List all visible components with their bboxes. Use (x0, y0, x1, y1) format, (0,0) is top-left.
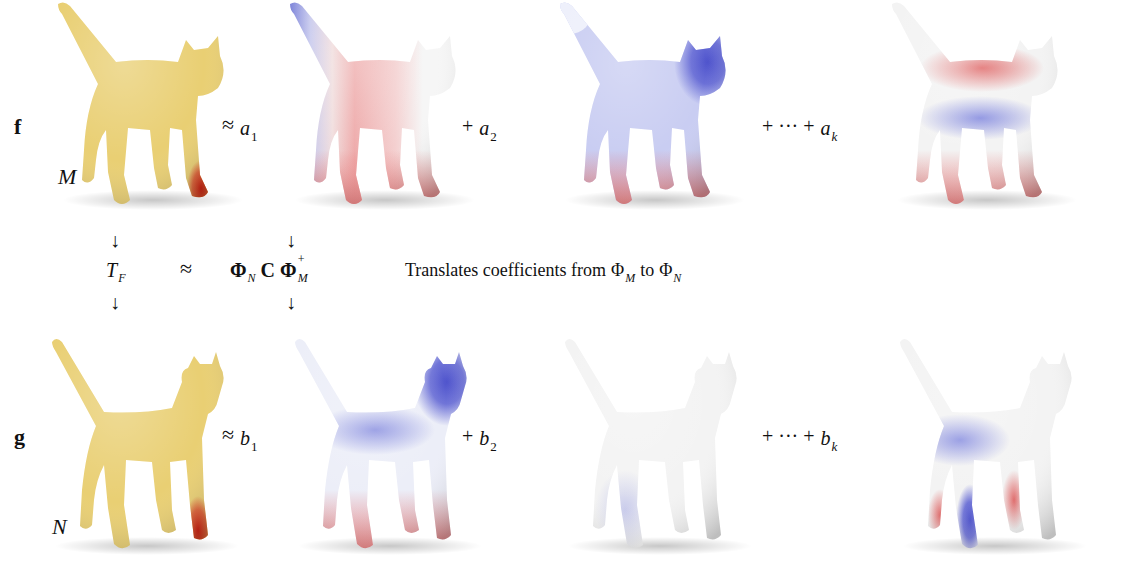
subscript: 2 (490, 130, 497, 143)
approx-sign: ≈ (222, 424, 234, 446)
down-arrow: ↓ (110, 292, 120, 312)
ellipsis-sum: + ··· + (762, 116, 815, 136)
coefficient: a (479, 118, 489, 138)
matrix-symbol: C (261, 260, 275, 280)
cat-mesh (53, 0, 243, 216)
cat-basis-k (887, 0, 1077, 215)
down-arrow: ↓ (110, 230, 120, 250)
dog-basis-1 (290, 325, 482, 560)
description-text: Translates coefficients from (405, 261, 606, 279)
coefficient: b (479, 428, 489, 448)
subscript: N (673, 272, 681, 284)
shape-symbol: N (52, 516, 67, 538)
basis-symbol: Φ (230, 260, 247, 280)
map-symbol: T (106, 260, 117, 280)
function-symbol: g (14, 426, 25, 448)
ellipsis-sum: + ··· + (762, 426, 815, 446)
coefficient: a (240, 118, 250, 138)
superscript: + (298, 253, 305, 265)
shape-symbol: M (58, 166, 76, 188)
subscript: 2 (490, 440, 497, 453)
plus-sign: + (462, 426, 473, 446)
subscript: M (298, 272, 308, 284)
subscript: 1 (251, 440, 258, 453)
approx-sign: ≈ (222, 114, 234, 136)
basis-symbol: Φ (280, 260, 297, 280)
cat-basis-2 (548, 0, 745, 215)
approx-sign: ≈ (180, 258, 192, 280)
subscript: 1 (251, 130, 258, 143)
dog-basis-2 (560, 325, 752, 560)
description-text: to (640, 261, 654, 279)
coefficient: a (821, 118, 831, 138)
dog-basis-k (895, 325, 1087, 560)
basis-symbol: Φ (611, 261, 624, 279)
subscript: k (832, 130, 838, 143)
coefficient: b (240, 428, 250, 448)
subscript: N (248, 272, 256, 284)
subscript: k (832, 440, 838, 453)
down-arrow: ↓ (286, 230, 296, 250)
subscript: F (118, 272, 125, 284)
down-arrow: ↓ (286, 292, 296, 312)
plus-sign: + (462, 116, 473, 136)
basis-symbol: Φ (659, 261, 672, 279)
subscript: M (625, 272, 635, 284)
function-symbol: f (14, 116, 21, 138)
coefficient: b (821, 428, 831, 448)
cat-basis-1 (285, 0, 475, 215)
dog-mesh (47, 325, 239, 561)
